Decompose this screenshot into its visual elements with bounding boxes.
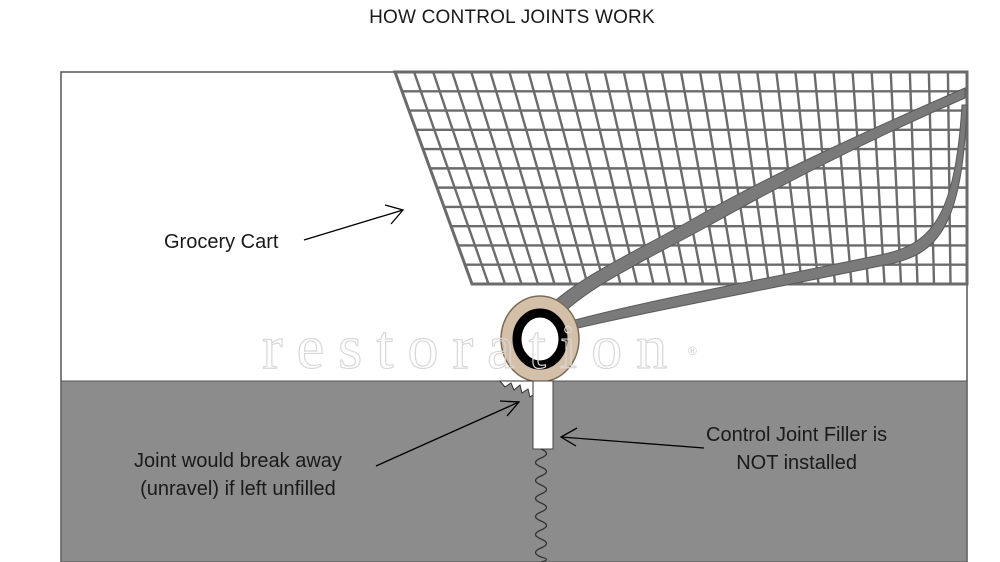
cart-wire-vertical [851,71,870,285]
watermark-text: restoration [261,314,682,382]
cart-wire-vertical [451,71,523,285]
cart-wire-vertical [889,71,903,285]
cart-wheel-tire [512,308,568,370]
cart-frame-bar-upper [544,87,966,319]
cart-wire-vertical [508,71,573,285]
cart-wire-vertical [870,71,886,285]
cart-wire-vertical [431,71,507,285]
cart-wire-vertical [794,71,820,285]
cart-pointer-arrow [303,209,404,241]
filler-pointer-arrowhead [559,427,578,447]
joint-broken-edge [498,380,534,398]
cart-wire-vertical [813,71,837,285]
cart-pointer-arrowhead [384,204,405,225]
grocery-cart-label: Grocery Cart [164,231,279,253]
cart-wire-vertical [412,71,490,285]
cart-wire-vertical [489,71,556,285]
diagram-title: HOW CONTROL JOINTS WORK [369,7,655,28]
cart-wire-vertical [737,71,771,285]
cart-wire-vertical [641,71,688,285]
joint-break-label-line1: Joint would break away [134,450,342,472]
control-joint-slot [532,380,554,450]
cart-wire-vertical [717,71,754,285]
cart-wire-vertical [527,71,589,285]
break-pointer-arrow [375,401,520,467]
cart-wire-vertical [660,71,705,285]
cart-wire-vertical [470,71,540,285]
cart-wire-vertical [698,71,738,285]
crack-below-joint [534,448,548,562]
joint-break-label-line2: (unravel) if left unfilled [140,478,336,500]
break-pointer-arrowhead [499,400,521,417]
filler-label: Control Joint Filler is NOT installed [706,421,887,477]
cart-frame-bar-lower [574,104,968,329]
grocery-cart-basket [392,70,969,286]
cart-wire-vertical [832,71,853,285]
cart-wire-vertical [546,71,606,285]
filler-label-line2: NOT installed [736,452,857,474]
filler-label-line1: Control Joint Filler is [706,424,888,446]
cart-wire-vertical [946,71,952,285]
concrete-slab [60,380,968,562]
cart-wire-vertical [679,71,721,285]
joint-break-label: Joint would break away (unravel) if left… [134,447,342,503]
cart-wire-vertical [565,71,622,285]
watermark-registered-mark: ® [688,344,697,358]
filler-pointer-arrow [560,436,705,449]
cart-wire-vertical [584,71,639,285]
